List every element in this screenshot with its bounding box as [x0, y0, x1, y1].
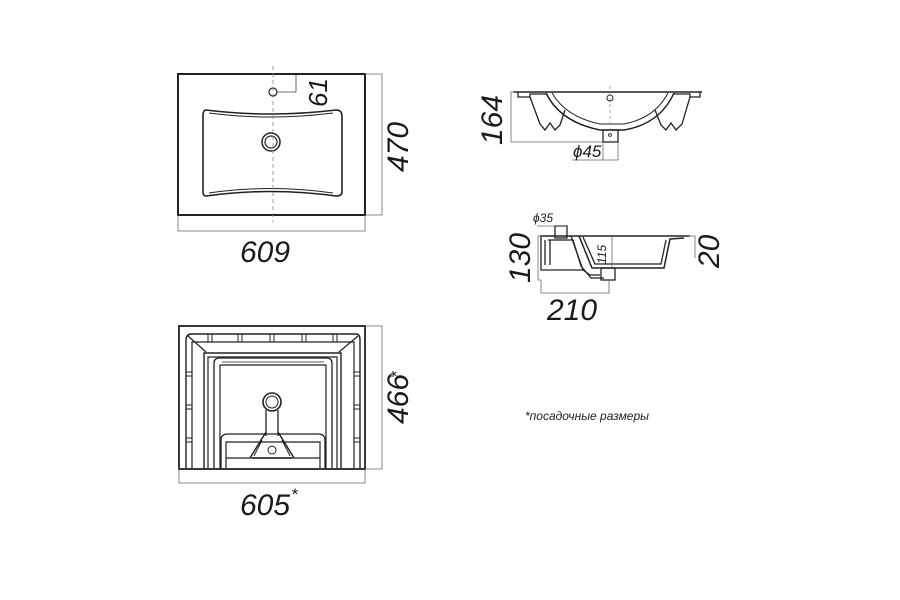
basin-outline — [177, 73, 366, 216]
bottom-depth-asterisk: * — [387, 370, 406, 378]
front-section-view — [510, 86, 702, 161]
tap-offset-label: 61 — [303, 78, 333, 107]
bowl-outline — [202, 109, 343, 197]
tap-hole-diameter-label: ϕ35 — [533, 211, 553, 225]
bowl-depth-label: 115 — [595, 245, 609, 264]
footnote: *посадочные размеры — [525, 409, 649, 423]
side-height-label: 130 — [504, 233, 537, 283]
bottom-depth-label: 466 — [382, 374, 415, 424]
top-width-label: 609 — [240, 236, 290, 269]
bottom-width-label: 605 — [240, 489, 290, 522]
footnote-text: посадочные размеры — [529, 409, 649, 423]
rim-height-label: 20 — [693, 234, 726, 269]
front-height-label: 164 — [476, 95, 509, 145]
top-depth-label: 470 — [382, 122, 415, 172]
bottom-view — [178, 325, 383, 484]
top-view — [177, 66, 383, 232]
footnote-mark: * — [525, 409, 530, 423]
side-section-view — [537, 225, 696, 294]
drain-offset-label: 210 — [546, 294, 597, 327]
drain-diameter-label: ϕ45 — [573, 142, 602, 161]
drain-icon — [261, 132, 281, 152]
drain-pipe-icon — [262, 392, 282, 412]
bottom-width-asterisk: * — [291, 485, 299, 504]
